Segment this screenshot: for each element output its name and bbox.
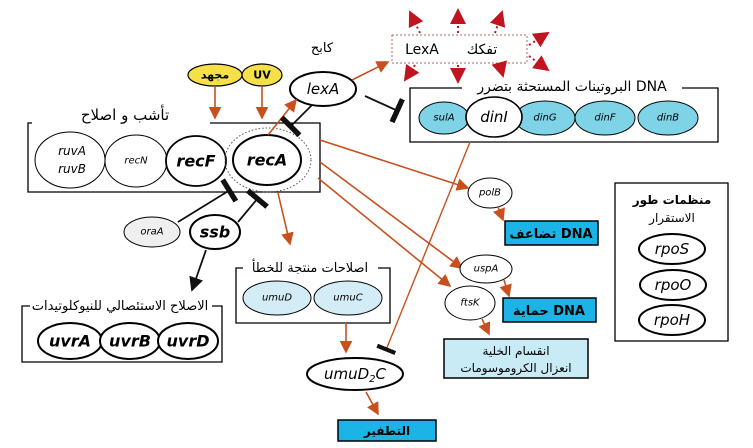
uv-node: UV [241,63,283,87]
svg-text:انعزال الكروموسومات: انعزال الكروموسومات [460,361,571,376]
reca-to-uspA-arrow [319,161,464,269]
gene-uspA: uspA [459,254,513,284]
repressor-label: كابح [311,41,334,56]
gene-dinG: dinG [514,100,576,136]
oraA-inhibits-recA [177,178,239,223]
umuD2C-complex: umuD2C [306,357,404,391]
gene-ssb: ssb [189,214,241,250]
stationary-regulators-box: منظمات طور الاستقرار rpoS rpoO rpoH [614,182,729,342]
svg-text:oraA: oraA [140,227,163,238]
ftsK-arrow [478,318,491,336]
svg-text:sulA: sulA [433,113,454,124]
svg-text:polB: polB [478,188,501,199]
reca-to-ftsK-arrow [317,177,452,288]
svg-text:recA: recA [247,151,288,170]
gene-recA: recA [232,134,302,186]
svg-text:مجهد: مجهد [201,69,229,82]
svg-text:ssb: ssb [200,223,231,242]
mutagen-node: مجهد [187,63,243,87]
svg-text:تضاعف DNA: تضاعف DNA [509,227,592,242]
ssb-inhibits-recA [237,188,269,223]
svg-text:تفكك: تفكك [467,42,498,58]
svg-text:LexA: LexA [405,42,439,58]
svg-text:umuC: umuC [333,293,362,304]
svg-text:rpoH: rpoH [654,311,690,329]
gene-rpoO: rpoO [639,269,707,301]
svg-text:UV: UV [253,69,271,82]
reca-to-polB-arrow [319,139,470,191]
gene-recN: recN [104,134,168,188]
gene-polB: polB [467,177,513,209]
gene-umuC: umuC [313,280,383,316]
gene-uvrB: uvrB [99,322,161,360]
ssb-to-excision-arrow [189,249,207,292]
complex-to-mutagenesis-arrow [365,391,379,416]
cleavage-signal-arrows [403,8,550,84]
svg-text:lexA: lexA [307,80,340,98]
svg-text:dinG: dinG [533,113,556,124]
lexa-node: lexA [289,71,357,107]
dna-damage-title: البروتينات المستحثة بتضرر DNA [476,79,667,95]
nucleotide-excision-box: الاصلاح الاستئصالي للنيوكلوتيدات uvrA uv… [21,299,223,363]
lexa-to-cleavage-arrow [351,61,390,81]
svg-text:ruvB: ruvB [58,162,86,176]
polB-arrow [493,206,505,222]
gene-dinI: dinI [465,96,523,138]
svg-text:recN: recN [124,156,148,167]
gene-ftsK: ftsK [444,285,496,321]
recombination-title: تأشب و اصلاح [81,104,169,124]
error-prone-title: اصلاحات منتجة للخطأ [252,258,368,276]
reca-to-lexa-arrow [267,98,297,136]
dna-damage-box: البروتينات المستحثة بتضرر DNA sulA dinG … [409,79,719,143]
uspA-arrow [499,279,512,298]
svg-text:uspA: uspA [474,264,499,275]
gene-rpoH: rpoH [638,304,706,336]
lexa-represses-dna-damage [364,95,405,124]
svg-text:انقسام الخلية: انقسام الخلية [482,344,549,358]
recombination-box: تأشب و اصلاح ruvA ruvB recN recF recA [27,104,321,193]
cell-division-output: انقسام الخلية انعزال الكروموسومات [443,338,589,379]
replication-output: تضاعف DNA [504,220,599,246]
lexa-cleavage-box: LexA تفكك [391,34,528,64]
svg-text:منظمات طور: منظمات طور [632,193,712,208]
mutagenesis-output: التطفير [337,419,437,442]
svg-text:ftsK: ftsK [460,298,481,309]
dinI-inhibits-umuD2C [376,141,471,355]
gene-recF: recF [165,135,227,187]
svg-text:الاستقرار: الاستقرار [648,211,695,226]
reca-to-error-prone-arrow [277,192,294,246]
svg-text:dinI: dinI [480,108,508,126]
svg-text:ruvA: ruvA [58,144,86,158]
lexa-represses-reca [279,104,313,138]
svg-text:حماية DNA: حماية DNA [513,304,585,319]
gene-uvrA: uvrA [37,322,103,360]
gene-uvrD: uvrD [157,322,219,360]
protection-output: حماية DNA [502,297,597,323]
svg-text:uvrA: uvrA [49,332,91,351]
svg-text:dinF: dinF [594,113,615,124]
gene-ruvAB: ruvA ruvB [34,131,106,189]
svg-text:uvrB: uvrB [109,332,151,351]
svg-text:recF: recF [176,152,215,171]
gene-sulA: sulA [418,101,470,135]
gene-rpoS: rpoS [638,233,706,265]
gene-oraA: oraA [123,216,181,248]
gene-dinF: dinF [574,100,636,136]
svg-text:التطفير: التطفير [363,424,410,438]
svg-text:rpoO: rpoO [655,276,692,294]
svg-text:rpoS: rpoS [655,240,690,258]
svg-text:uvrD: uvrD [167,332,210,351]
svg-text:umuD: umuD [262,293,292,304]
gene-umuD: umuD [242,280,312,316]
gene-dinB: dinB [637,100,699,136]
error-prone-box: اصلاحات منتجة للخطأ umuD umuC [235,258,391,324]
svg-text:umuD2C: umuD2C [324,365,387,385]
excision-title: الاصلاح الاستئصالي للنيوكلوتيدات [32,299,209,314]
svg-text:dinB: dinB [657,113,679,124]
